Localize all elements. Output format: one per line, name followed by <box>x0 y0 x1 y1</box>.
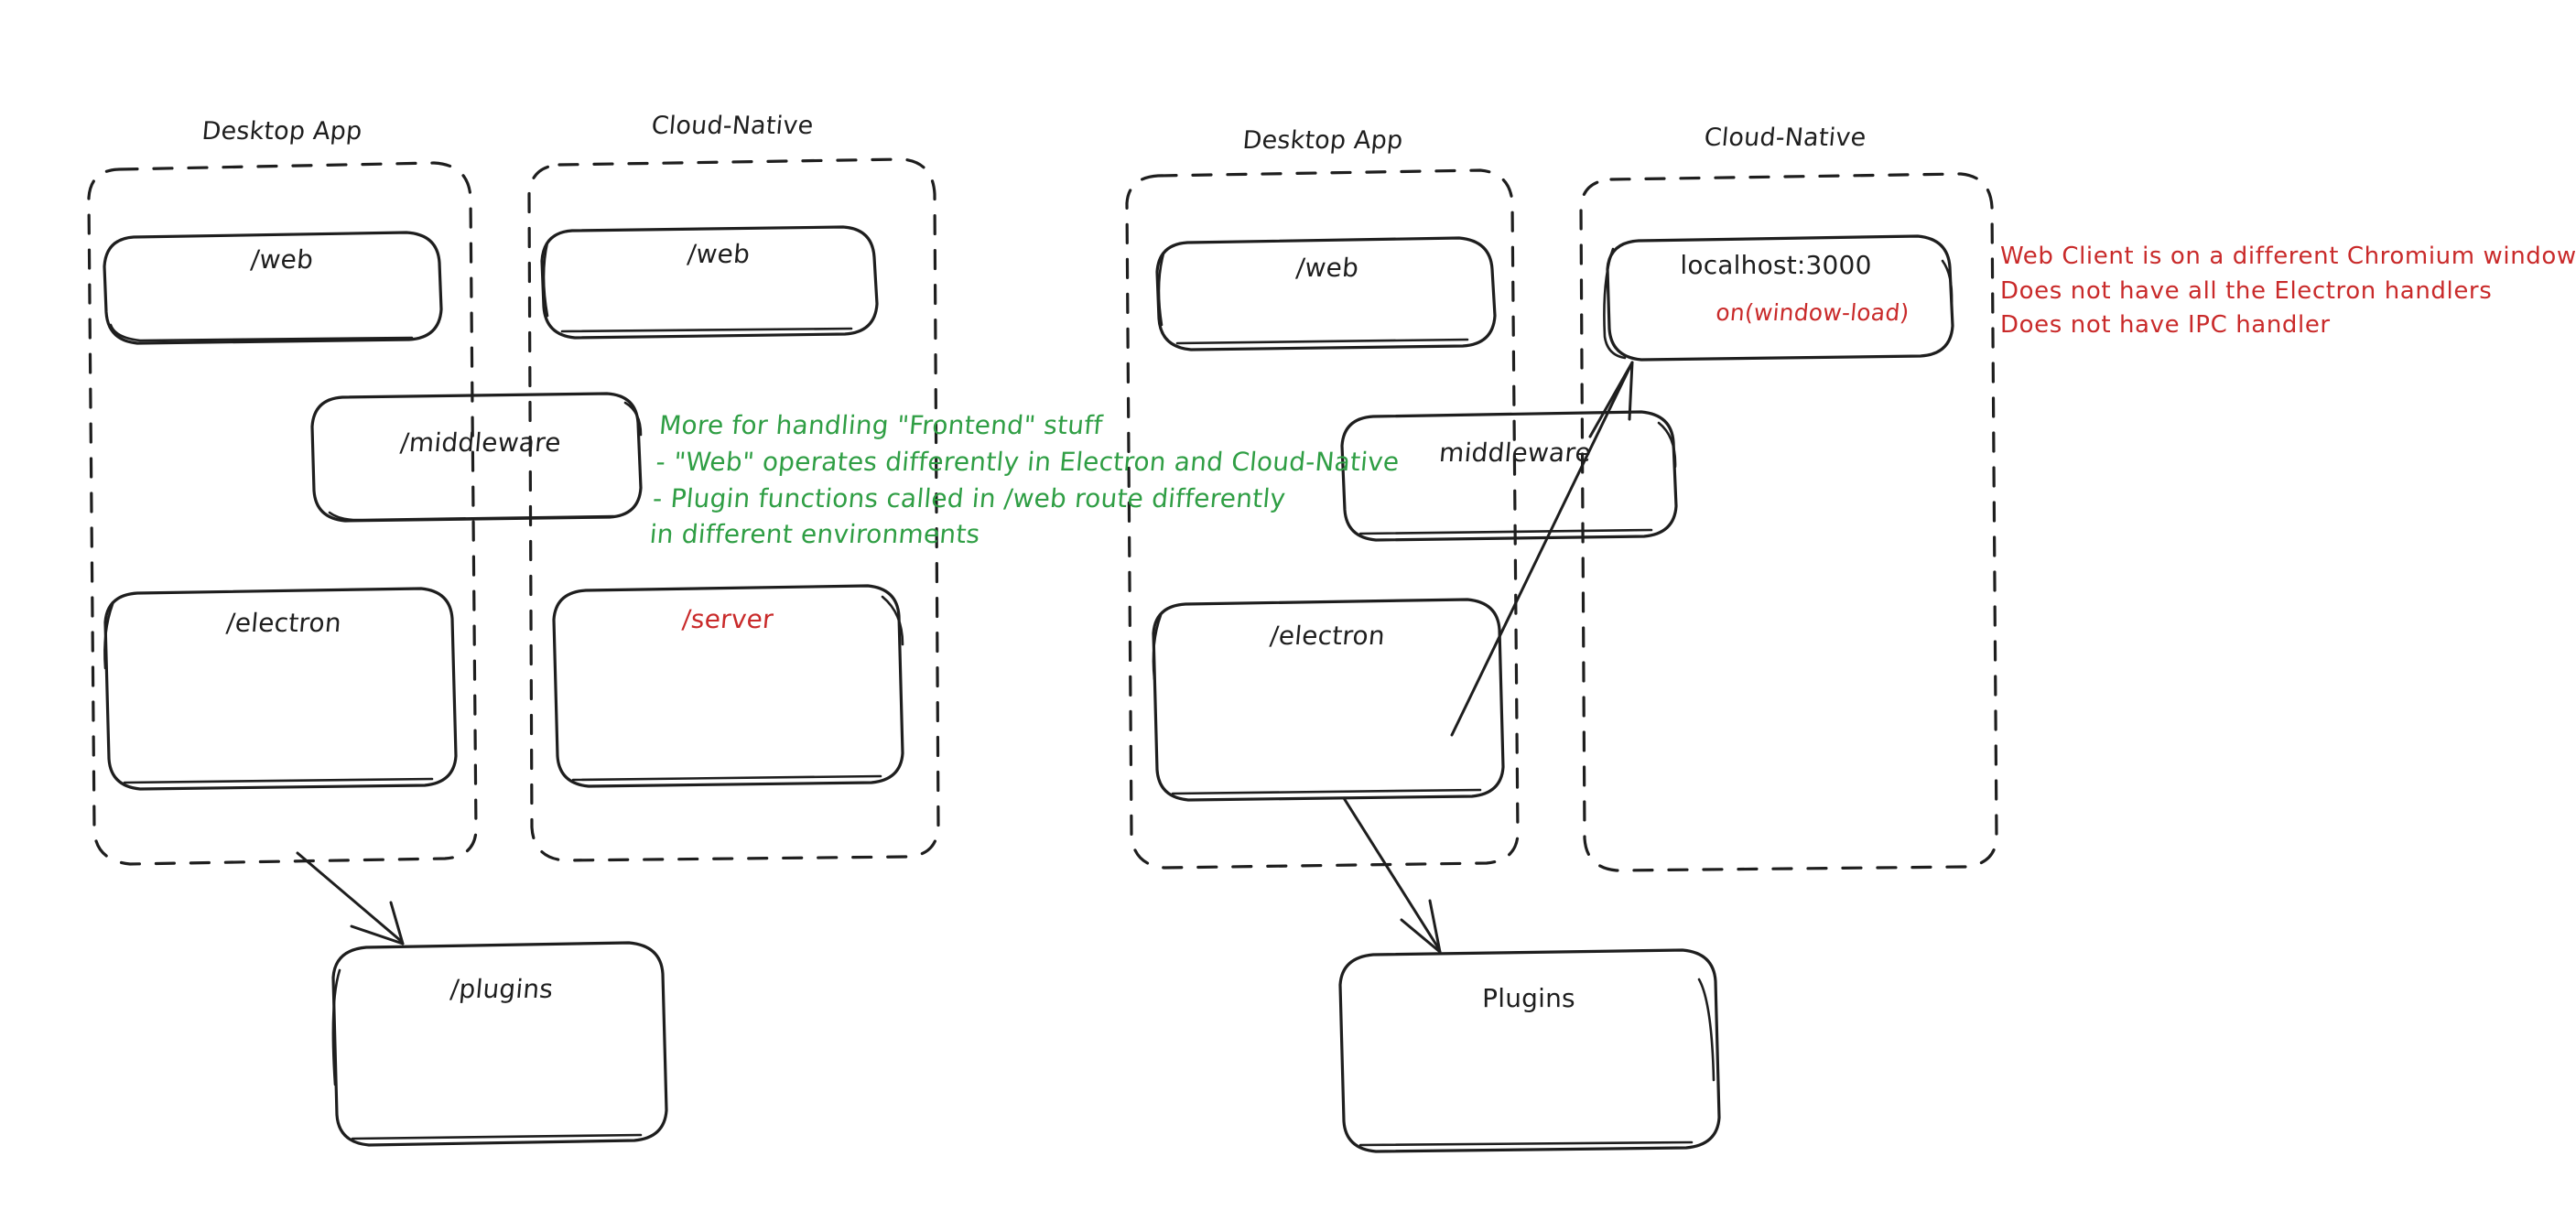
box-label-right-electron: /electron <box>1268 621 1387 651</box>
box-right-plugins-outline <box>1338 948 1721 1153</box>
box-label-left-cloud-web: /web <box>686 239 752 269</box>
panel-label-left-cloud: Cloud-Native <box>650 112 815 140</box>
panel-label-left-desktop: Desktop App <box>200 117 363 146</box>
box-label-right-middleware: middleware <box>1437 438 1593 468</box>
box-label-right-localhost: localhost:3000 <box>1680 250 1872 280</box>
box-right-web-outline <box>1155 236 1497 351</box>
box-left-plugins-outline <box>331 941 668 1147</box>
panel-right-cloud-outline <box>1579 172 1998 872</box>
box-label-left-server: /server <box>680 604 775 634</box>
box-right-localhost-outline <box>1603 234 1954 362</box>
box-label-right-plugins: Plugins <box>1482 983 1575 1013</box>
box-right-electron-outline <box>1152 598 1505 802</box>
box-left-middleware-outline <box>310 392 643 523</box>
box-label-left-plugins: /plugins <box>449 974 555 1004</box>
box-label-left-middleware: /middleware <box>398 427 563 458</box>
annotation-green-note: More for handling "Frontend" stuff - "We… <box>648 410 1401 550</box>
panel-label-right-cloud: Cloud-Native <box>1703 124 1867 152</box>
box-left-server-outline <box>552 584 904 788</box>
box-left-cloud-web-outline <box>540 225 879 340</box>
box-left-electron-outline <box>103 587 458 791</box>
arrow-right-electron-to-plugins <box>1342 796 1442 954</box>
panel-label-right-desktop: Desktop App <box>1241 126 1404 155</box>
panel-right-desktop-outline <box>1125 168 1520 870</box>
box-label-left-web: /web <box>249 244 315 275</box>
box-sublabel-right-localhost: on(window-load) <box>1715 299 1910 326</box>
panel-left-desktop-outline <box>87 161 478 866</box>
box-label-left-electron: /electron <box>224 608 343 638</box>
box-label-right-web: /web <box>1294 253 1360 283</box>
arrow-left-electron-to-plugins <box>296 851 405 946</box>
box-left-web-outline <box>103 231 443 345</box>
box-right-middleware-outline <box>1340 410 1678 542</box>
annotation-red-note: Web Client is on a different Chromium wi… <box>2000 243 2576 340</box>
arrow-right-electron-to-localhost <box>1450 361 1634 737</box>
